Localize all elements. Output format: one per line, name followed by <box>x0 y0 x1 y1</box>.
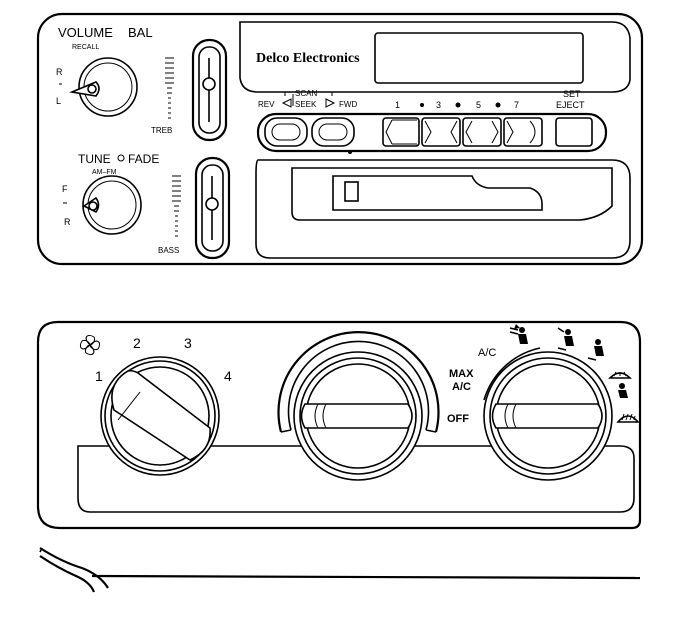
fade-indicator <box>117 154 125 162</box>
display-bezel <box>239 21 631 93</box>
eject-label: EJECT <box>556 100 585 110</box>
fan-speed-3-label: 3 <box>184 335 192 351</box>
volume-knob[interactable] <box>69 57 138 117</box>
recall-label: RECALL <box>72 44 99 51</box>
preset-7-8-button[interactable] <box>503 117 543 147</box>
ac-label: A/C <box>478 347 496 359</box>
display-window <box>374 32 584 84</box>
climate-panel: 2 3 1 4 A/C MAX A/C OFF <box>36 320 642 530</box>
radio-panel: Delco Electronics VOLUME BAL RECALL R L <box>36 12 644 266</box>
defrost-icon <box>616 413 640 423</box>
fan-speed-4-label: 4 <box>224 368 232 384</box>
mode-selector-knob[interactable] <box>483 351 613 481</box>
fan-speed-2-label: 2 <box>133 335 141 351</box>
fwd-arrow-icon <box>325 98 336 108</box>
temperature-knob[interactable] <box>293 351 423 481</box>
preset-5-label: 5 <box>476 100 481 110</box>
preset-6-dot <box>495 102 501 108</box>
vent-face-icon <box>509 324 528 344</box>
temp-scale-inner-arc <box>287 340 430 431</box>
temp-scale-outer-arc <box>277 331 440 433</box>
scan-bracket-right <box>325 91 333 96</box>
preset-1-label: 1 <box>395 100 400 110</box>
rev-arrow-icon <box>281 98 292 108</box>
preset-1-2-button[interactable] <box>382 117 420 147</box>
fade-f-label: F <box>62 184 68 194</box>
preset-3-4-button[interactable] <box>421 117 461 147</box>
cassette-led <box>348 150 352 154</box>
temp-arc-end-right <box>425 429 437 433</box>
treble-scale <box>165 57 174 119</box>
max-ac-label: A/C <box>452 381 471 393</box>
radio-bezel <box>36 12 644 266</box>
max-label: MAX <box>449 368 474 380</box>
dash-edge <box>39 547 641 593</box>
preset-4-dot <box>455 102 461 108</box>
fade-r-label: R <box>64 217 71 227</box>
button-strip <box>256 112 608 153</box>
set-label: SET <box>563 89 581 99</box>
scan-bracket-left <box>284 91 293 96</box>
preset-2-dot <box>420 103 424 107</box>
bal-label: BAL <box>128 25 153 40</box>
balance-l-label: L <box>56 96 61 106</box>
bass-scale <box>172 175 181 237</box>
fan-icon <box>79 334 101 356</box>
volume-label: VOLUME <box>58 25 113 40</box>
seek-fwd-button[interactable] <box>311 117 355 147</box>
treb-label: TREB <box>151 126 172 135</box>
climate-bezel <box>36 320 642 530</box>
fan-speed-knob[interactable] <box>100 356 220 476</box>
vent-bilevel-icon <box>557 327 574 351</box>
seek-rev-button[interactable] <box>264 117 308 147</box>
tune-label: TUNE <box>78 152 111 166</box>
scan-label: SCAN <box>295 89 317 98</box>
floor-defrost-icon <box>608 371 632 398</box>
set-eject-button[interactable] <box>555 117 593 147</box>
preset-5-6-button[interactable] <box>462 117 502 147</box>
preset-3-label: 3 <box>436 100 441 110</box>
temp-arc-end-left <box>280 429 292 433</box>
bass-label: BASS <box>158 246 179 255</box>
am-fm-label: AM–FM <box>92 169 117 176</box>
bass-slider[interactable] <box>194 156 231 260</box>
cassette-door[interactable] <box>291 167 613 221</box>
balance-r-label: R <box>56 67 63 77</box>
tune-knob[interactable] <box>82 175 142 235</box>
cassette-bezel <box>255 159 631 259</box>
rev-label: REV <box>258 100 275 109</box>
vent-floor-icon <box>587 339 604 361</box>
preset-7-label: 7 <box>514 100 519 110</box>
brand-logo: Delco Electronics <box>256 51 360 66</box>
seek-label: SEEK <box>295 100 317 109</box>
treble-slider[interactable] <box>191 38 228 142</box>
fade-label: FADE <box>128 152 159 166</box>
fan-speed-1-label: 1 <box>95 368 103 384</box>
ac-range-arc <box>483 347 541 401</box>
fwd-label: FWD <box>339 100 357 109</box>
lower-recess <box>77 445 635 513</box>
off-label: OFF <box>447 413 469 425</box>
